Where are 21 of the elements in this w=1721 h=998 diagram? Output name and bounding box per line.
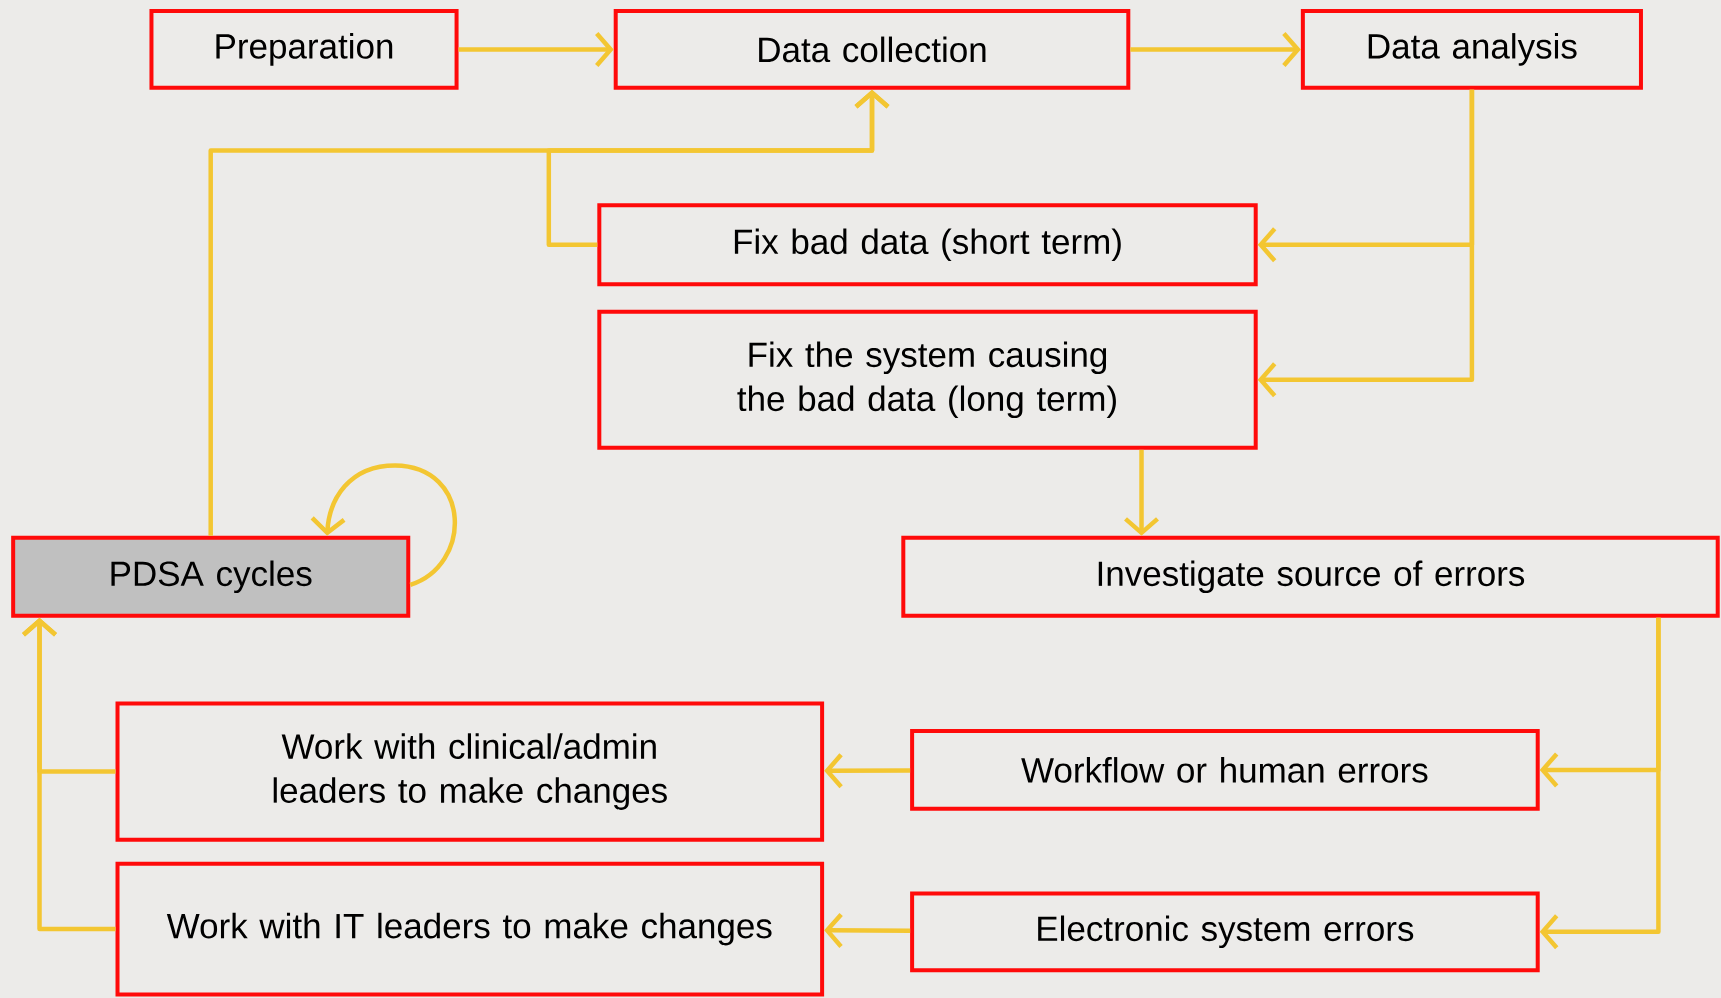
process-box: Work with clinical/admin leaders to make changes — [115, 701, 825, 842]
process-box: Electronic system errors — [910, 891, 1540, 973]
arrow — [208, 89, 890, 536]
arrow — [824, 753, 911, 789]
process-box: Investigate source of errors — [901, 535, 1720, 618]
process-box: Fix the system causing the bad data (long term) — [597, 309, 1258, 450]
arrow — [1124, 449, 1159, 536]
process-box: PDSA cycles — [11, 535, 411, 618]
process-box: Preparation — [149, 9, 459, 90]
process-box: Fix bad data (short term) — [597, 203, 1258, 287]
process-box: Data collection — [613, 9, 1131, 90]
arrow — [1130, 31, 1301, 67]
arrow — [458, 31, 614, 67]
arrow — [1539, 617, 1661, 950]
arrow — [22, 617, 116, 932]
process-box: Work with IT leaders to make changes — [115, 861, 825, 997]
arrow — [824, 912, 911, 948]
arrow — [310, 463, 457, 587]
process-box: Data analysis — [1300, 9, 1643, 90]
process-box: Workflow or human errors — [910, 728, 1540, 811]
arrow — [1257, 89, 1475, 398]
